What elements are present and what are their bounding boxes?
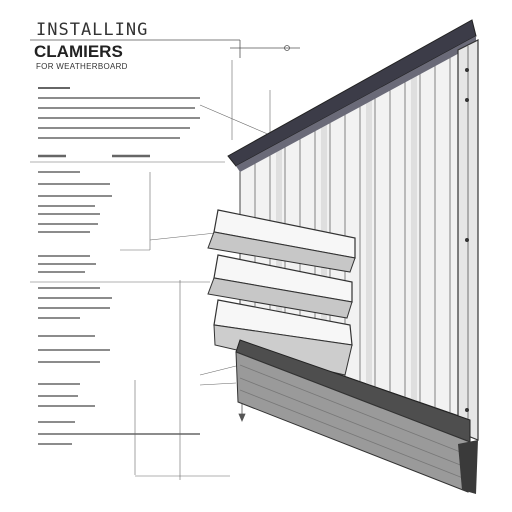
drawing-title: INSTALLING xyxy=(36,20,149,40)
clamier-board-2 xyxy=(207,254,353,319)
leader-lines xyxy=(30,60,385,480)
clamier-board-3 xyxy=(213,299,353,376)
clamier-board-1 xyxy=(207,209,356,273)
fixing-screw-icons xyxy=(465,68,469,412)
drawing-subtitle: CLAMIERS xyxy=(34,42,123,61)
top-flashing xyxy=(227,19,477,172)
title-rules xyxy=(30,39,300,58)
bottom-sill xyxy=(235,339,478,494)
drawing-caption: FOR WEATHERBOARD xyxy=(36,62,128,71)
header-marker-icon xyxy=(284,45,290,51)
annotation-text-lines xyxy=(38,87,200,445)
